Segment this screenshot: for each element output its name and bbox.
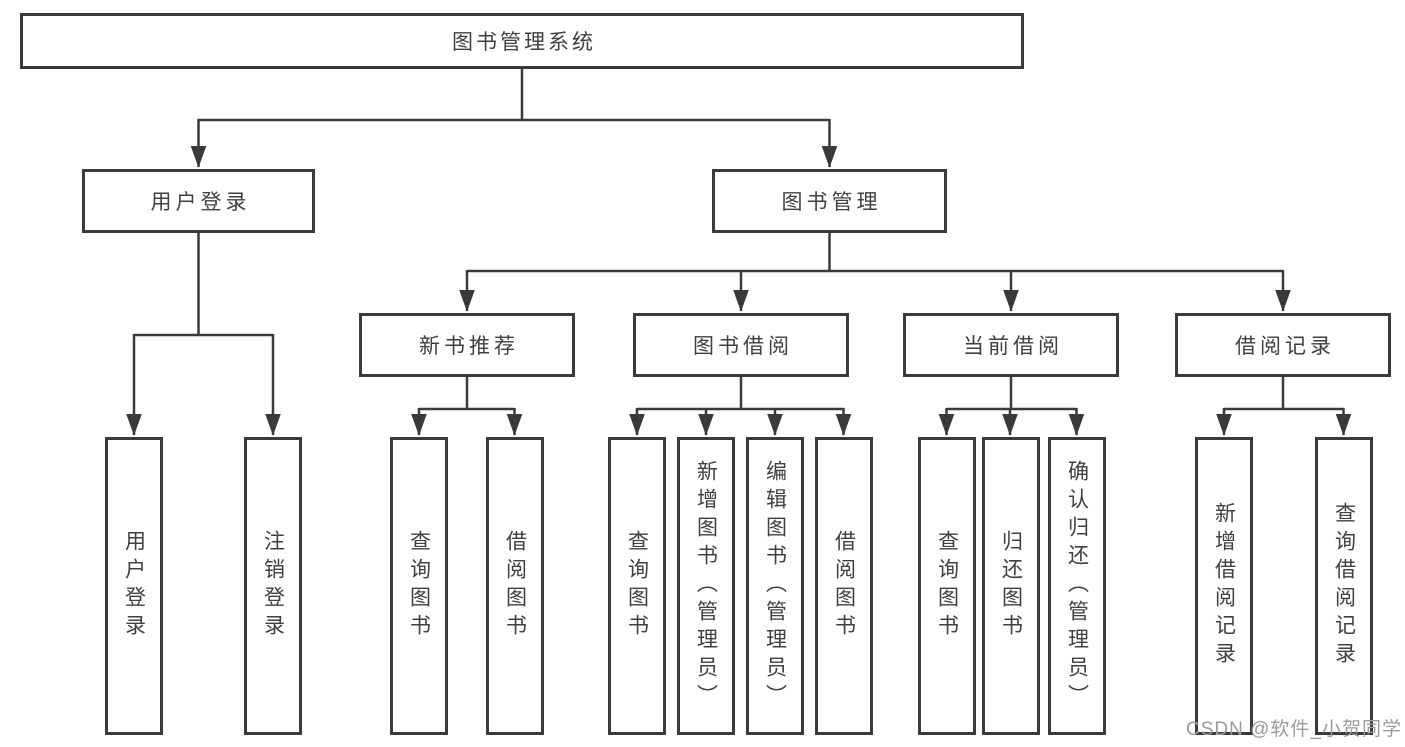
node-label: 查询图书 [407,530,431,642]
node-label: 借阅记录 [1235,335,1335,358]
node-user-login: 用户登录 [82,169,315,233]
node-label: 图书管理系统 [452,31,596,54]
connector-root-split [198,69,830,122]
node-label: 确认归还（管理员） [1065,460,1089,712]
node-leaf-query-books: 查询图书 [918,437,976,735]
csdn-watermark: CSDN @软件_小贺同学 [1186,719,1402,740]
node-label: 用户登录 [150,191,251,214]
node-label: 借阅图书 [503,530,527,642]
node-label: 查询借阅记录 [1332,502,1356,670]
node-book-borrowing: 图书借阅 [633,313,849,377]
node-label: 注销登录 [261,530,285,642]
node-label: 查询图书 [625,530,649,642]
node-book-management: 图书管理 [712,169,947,233]
node-current-borrowing: 当前借阅 [903,313,1119,377]
connector-current-split [946,377,1077,411]
node-leaf-borrow-books: 借阅图书 [815,437,873,735]
node-leaf-query-books: 查询图书 [390,437,448,735]
node-leaf-add-books-admin: 新增图书（管理员） [677,437,735,735]
connector-borrow-split [637,377,844,411]
node-label: 图书借阅 [693,335,793,358]
node-new-book-recommendation: 新书推荐 [359,313,575,377]
node-leaf-user-login: 用户登录 [105,437,163,735]
node-leaf-edit-books-admin: 编辑图书（管理员） [746,437,804,735]
node-label: 查询图书 [935,530,959,642]
node-label: 当前借阅 [963,335,1063,358]
node-label: 新增图书（管理员） [694,460,718,712]
node-leaf-return-books: 归还图书 [982,437,1040,735]
connector-user-login-split [134,233,273,337]
node-label: 用户登录 [122,530,146,642]
node-borrowing-records: 借阅记录 [1175,313,1391,377]
node-label: 借阅图书 [832,530,856,642]
node-label: 新增借阅记录 [1212,502,1236,670]
node-leaf-query-borrow-record: 查询借阅记录 [1315,437,1373,735]
connector-records-split [1224,377,1344,411]
connector-group [126,69,1352,436]
node-library-management-system: 图书管理系统 [20,13,1024,69]
node-label: 新书推荐 [419,335,519,358]
node-leaf-confirm-return-admin: 确认归还（管理员） [1048,437,1106,735]
node-leaf-logout: 注销登录 [244,437,302,735]
node-leaf-query-books: 查询图书 [608,437,666,735]
node-label: 编辑图书（管理员） [763,460,787,712]
connector-book-mgmt-split [467,233,1283,273]
node-label: 图书管理 [781,191,882,214]
node-leaf-borrow-books: 借阅图书 [486,437,544,735]
connector-new-books-split [419,377,515,411]
node-leaf-add-borrow-record: 新增借阅记录 [1195,437,1253,735]
node-label: 归还图书 [999,530,1023,642]
